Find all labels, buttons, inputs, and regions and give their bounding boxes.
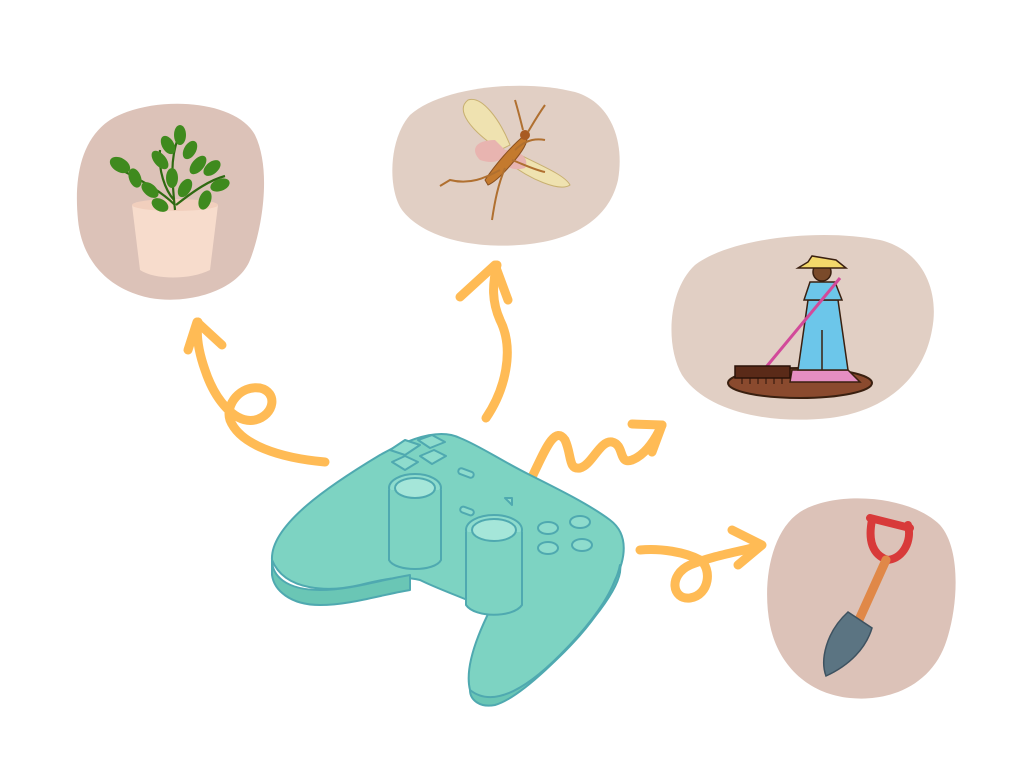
arrow-to-farmer-head (627, 419, 667, 457)
gamepad-icon (270, 433, 625, 707)
arrow-to-plant-head (183, 317, 227, 355)
arrow-to-shovel (635, 541, 765, 603)
arrow-to-grasshopper (481, 260, 512, 423)
shovel-icon (823, 514, 914, 678)
arrow-to-farmer (528, 420, 667, 480)
arrows (183, 260, 767, 603)
grasshopper-icon (439, 98, 571, 221)
shovel-blob (767, 498, 956, 699)
potted-plant-icon (109, 125, 230, 278)
farmer-icon (727, 255, 873, 399)
arrow-to-plant (192, 317, 330, 467)
arrow-to-shovel-head (727, 525, 767, 570)
arrow-to-grasshopper-head (455, 260, 513, 305)
